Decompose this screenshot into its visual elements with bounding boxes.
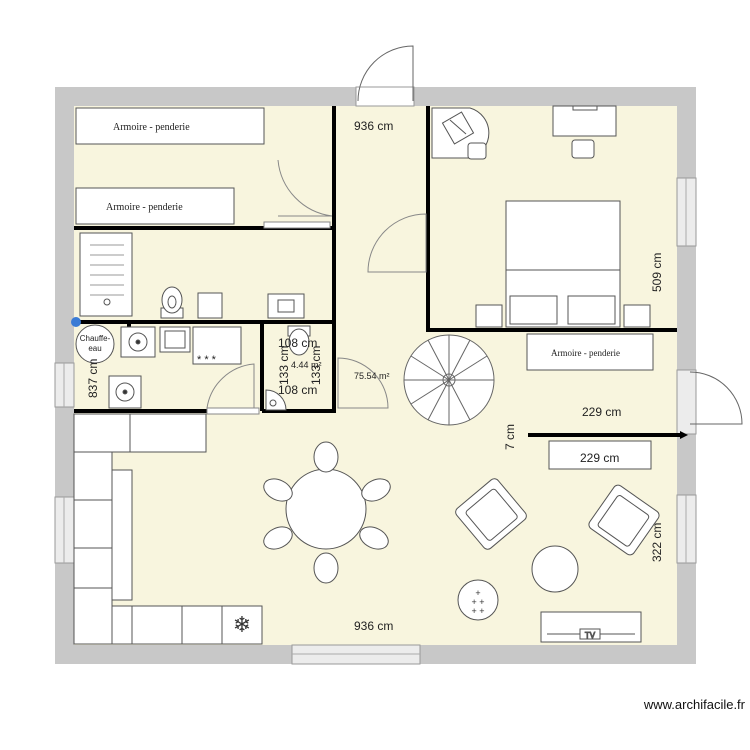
bathroom-sink (267, 293, 305, 319)
window-right-2 (676, 494, 697, 564)
svg-text:+ +: + + (471, 606, 484, 616)
svg-text:+ +: + + (471, 597, 484, 607)
desk (431, 107, 490, 160)
dim-wc-width-bottom: 108 cm (278, 383, 317, 397)
wardrobe-1-label: Armoire - penderie (113, 122, 190, 133)
tv-stand: TV (540, 611, 642, 643)
water-point (71, 317, 81, 327)
shower (79, 232, 133, 317)
dim-bedroom-height: 509 cm (650, 253, 664, 292)
wardrobe-3-label: Armoire - penderie (551, 348, 620, 358)
armchair-left (455, 478, 527, 550)
dining-table (263, 441, 391, 584)
toilet-bathroom (160, 286, 184, 319)
dim-wall-top: 229 cm (582, 405, 621, 419)
svg-text:TV: TV (585, 631, 596, 640)
water-heater-label: Chauffe- (80, 334, 111, 343)
pouf: + + + + + (457, 579, 499, 621)
dim-wall-thickness: 7 cm (503, 424, 517, 450)
window-right-1 (676, 177, 697, 247)
wc-toilet (287, 325, 311, 356)
watermark[interactable]: www.archifacile.fr (643, 697, 745, 712)
dim-wc-width-top: 108 cm (278, 336, 317, 350)
dim-wc-height-left: 133 cm (277, 346, 291, 385)
laundry-sink (159, 326, 191, 353)
corner-sofa (73, 413, 263, 645)
stove-burners: * * * (197, 354, 217, 366)
wardrobe-1: Armoire - penderie (75, 107, 265, 145)
dim-top-width: 936 cm (354, 119, 393, 133)
dim-wall-bottom: 229 cm (580, 451, 619, 465)
stove: * * * (192, 326, 242, 366)
dim-right-height: 322 cm (650, 523, 664, 562)
area-wc: 4.44 m² (291, 360, 322, 370)
arrow-marker (680, 431, 688, 439)
water-heater-label-2: eau (88, 344, 101, 353)
dim-wc-height-right: 133 cm (309, 346, 323, 385)
armchair-right (588, 484, 660, 556)
entrance-door[interactable] (355, 45, 415, 107)
bed (475, 200, 651, 328)
dim-bottom-width: 936 cm (354, 619, 393, 633)
wc-sink (265, 389, 287, 411)
door-closet[interactable] (263, 159, 333, 229)
window-left-2 (54, 496, 75, 564)
coffee-table (531, 545, 579, 593)
snowflake-icon: ❄ (233, 612, 251, 637)
door-bedroom[interactable] (367, 213, 427, 273)
bathroom-cabinet (197, 292, 223, 319)
water-heater: Chauffe- eau (75, 324, 115, 364)
door-laundry[interactable] (206, 363, 260, 415)
vanity-table (552, 105, 617, 159)
window-left-1 (54, 362, 75, 408)
side-table (548, 440, 652, 470)
washing-machine (120, 326, 156, 358)
door-wc[interactable] (337, 357, 389, 409)
window-bottom (291, 644, 421, 665)
door-right[interactable] (676, 369, 743, 435)
svg-text:+: + (475, 588, 480, 598)
wardrobe-3: Armoire - penderie (526, 333, 654, 371)
dim-left-height: 837 cm (86, 359, 100, 398)
spiral-staircase (403, 334, 495, 426)
wardrobe-2-label: Armoire - penderie (106, 202, 183, 213)
area-total: 75.54 m² (354, 371, 390, 381)
wardrobe-2: Armoire - penderie (75, 187, 235, 225)
dryer (108, 375, 142, 409)
